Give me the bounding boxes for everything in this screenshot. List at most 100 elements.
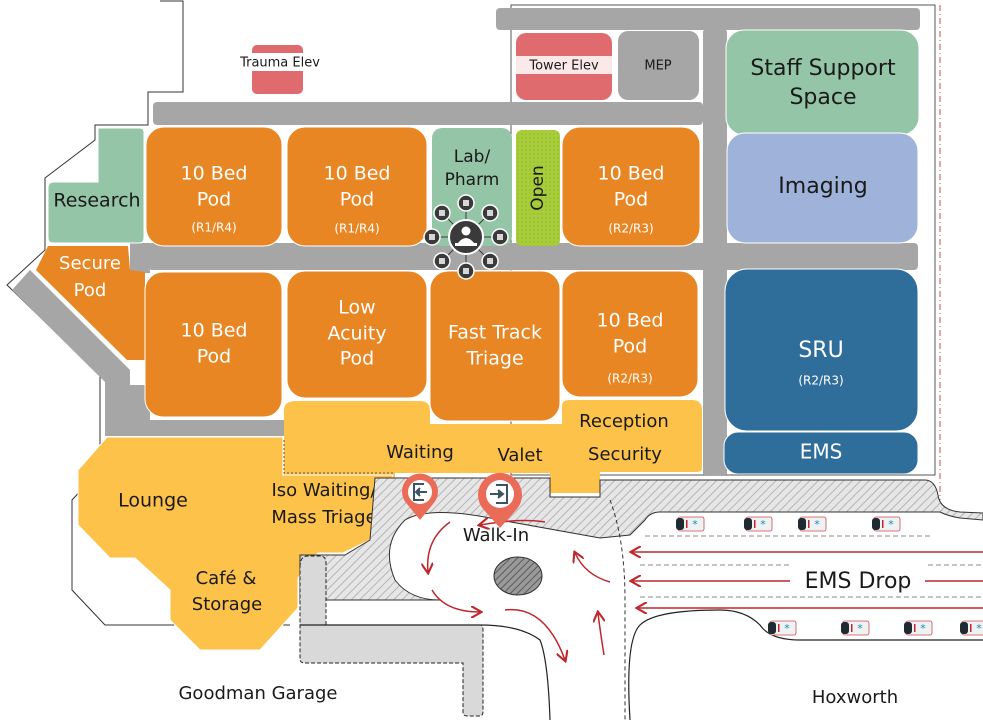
trauma-elevator: Trauma Elev [235, 45, 325, 94]
tower-elevator-label: Tower Elev [528, 59, 599, 74]
open-space: Open [516, 130, 560, 246]
building-outline [6, 0, 290, 626]
secure-pod: Secure Pod [36, 246, 145, 360]
sru-zone: (R2/R3) [798, 374, 843, 388]
walking-cane-icon [491, 228, 509, 246]
pod-title: 10 Bed [597, 163, 664, 185]
garage-structure: Goodman Garage [178, 555, 484, 717]
ambulance-icon: * [904, 620, 933, 636]
staff-support-space: Staff Support Space [725, 29, 920, 136]
ems-label: EMS [800, 440, 843, 464]
security-label: Security [588, 444, 662, 465]
ems-room: EMS [723, 431, 919, 475]
valet-label: Valet [497, 445, 542, 466]
garage-label: Goodman Garage [178, 683, 337, 704]
sru-room: SRU (R2/R3) [724, 268, 919, 432]
ambulance-icon: * [872, 516, 901, 532]
fast-track-label-2: Triage [465, 348, 523, 370]
pod-west-south: 10 Bed Pod [144, 271, 283, 418]
traffic-island [493, 556, 543, 596]
exit-door-marker[interactable] [401, 473, 438, 520]
research-label: Research [53, 190, 140, 212]
iso-waiting-label-2: Mass Triage [271, 507, 376, 528]
care-team-hub-icon [448, 219, 484, 255]
svg-text:*: * [692, 518, 698, 531]
fast-track-label-1: Fast Track [448, 322, 542, 344]
svg-text:*: * [920, 622, 926, 635]
secure-pod-label-2: Pod [74, 280, 107, 301]
microscope-icon [433, 252, 451, 270]
secure-pod-label-1: Secure [59, 253, 121, 274]
low-acuity-label-3: Pod [340, 348, 374, 370]
ambulance-icon: * [841, 620, 870, 636]
canopy-hatch [299, 477, 983, 601]
tower-elevator: Tower Elev [516, 33, 612, 100]
ambulance-icon: * [744, 516, 773, 532]
traffic-flow-arrows [428, 521, 983, 660]
book-icon [423, 228, 441, 246]
pod-subtitle: Pod [197, 189, 231, 211]
computer-icon [481, 252, 499, 270]
lab-pharm-label-2: Pharm [445, 170, 500, 190]
pod-zone: (R1/R4) [191, 221, 236, 235]
medical-cross-icon [457, 194, 475, 212]
corridors [12, 8, 920, 475]
walk-in-label: Walk-In [463, 525, 529, 546]
research-room: Research [47, 127, 145, 244]
teaching-icon [433, 204, 451, 222]
imaging-room: Imaging [726, 132, 919, 244]
pod-subtitle: Pod [613, 336, 647, 358]
lab-pharm-label-1: Lab/ [454, 147, 491, 167]
low-acuity-label-1: Low [338, 297, 375, 319]
street-label: Hoxworth [812, 687, 898, 708]
fast-track-triage: Fast Track Triage [429, 270, 561, 422]
drive-loop [300, 499, 983, 720]
care-team-hub [423, 194, 509, 280]
pod-r2r3-north: 10 Bed Pod (R2/R3) [561, 126, 701, 247]
pod-r1r4-east: 10 Bed Pod (R1/R4) [286, 126, 428, 247]
ambulance-row-bottom: * * * * [768, 620, 983, 636]
lounge-label: Lounge [118, 490, 188, 512]
svg-text:*: * [760, 518, 766, 531]
pod-zone: (R2/R3) [608, 222, 653, 236]
low-acuity-label-2: Acuity [327, 323, 386, 345]
pod-title: 10 Bed [323, 163, 390, 185]
lane-dashes [640, 535, 983, 598]
ambulance-icon: * [798, 516, 827, 532]
svg-text:*: * [888, 518, 894, 531]
waiting-label: Waiting [386, 442, 454, 463]
iso-waiting-label-1: Iso Waiting/ [271, 480, 377, 501]
cafe-label-1: Café & [196, 568, 257, 589]
svg-text:*: * [976, 622, 982, 635]
ambulance-icon: * [960, 620, 983, 636]
pod-zone: (R1/R4) [334, 222, 379, 236]
ambulance-row-top: * * * * [676, 516, 901, 532]
exit-door-icon [413, 483, 427, 501]
pod-r1r4-west: 10 Bed Pod (R1/R4) [145, 126, 283, 247]
svg-text:*: * [784, 622, 790, 635]
patient-bed-icon [457, 262, 475, 280]
mep-room: MEP [618, 31, 699, 100]
pod-title: 10 Bed [596, 310, 663, 332]
lounge-area: Lounge Iso Waiting/ Mass Triage Café & S… [77, 436, 394, 651]
open-label: Open [528, 165, 548, 210]
pod-title: 10 Bed [180, 320, 247, 342]
sru-label: SRU [798, 338, 843, 363]
pod-subtitle: Pod [340, 189, 374, 211]
entry-door-marker[interactable] [478, 472, 522, 528]
svg-text:*: * [814, 518, 820, 531]
phone-icon [481, 204, 499, 222]
trauma-elevator-label: Trauma Elev [239, 56, 320, 71]
mep-label: MEP [644, 59, 671, 74]
waiting-area: Waiting Valet Reception Security [283, 400, 702, 493]
svg-text:*: * [857, 622, 863, 635]
ems-drop-label: EMS Drop [805, 569, 912, 594]
cafe-label-2: Storage [192, 594, 262, 615]
pod-r2r3-south: 10 Bed Pod (R2/R3) [561, 270, 699, 398]
ambulance-icon: * [676, 516, 705, 532]
pod-subtitle: Pod [614, 189, 648, 211]
pod-subtitle: Pod [197, 346, 231, 368]
staff-support-label-2: Space [789, 85, 856, 110]
low-acuity-pod: Low Acuity Pod [286, 270, 428, 399]
